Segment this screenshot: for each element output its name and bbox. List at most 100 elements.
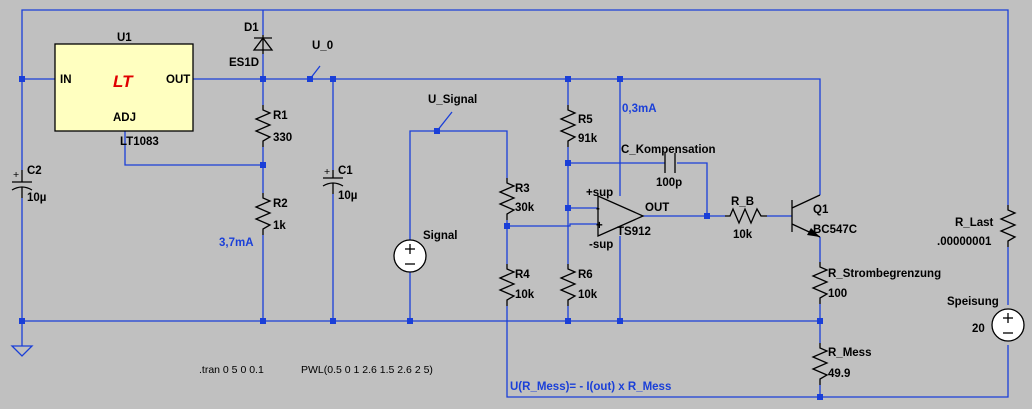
directive-tran: .tran 0 5 0 0.1 — [199, 364, 264, 376]
voltage-source-icon — [393, 239, 427, 273]
wire-output-rail — [193, 78, 821, 195]
junction — [330, 318, 336, 324]
r5-value: 91k — [578, 133, 598, 145]
d1-value: ES1D — [229, 57, 259, 69]
resistor-icon — [559, 105, 577, 147]
junction — [260, 318, 266, 324]
wire-signal-top — [409, 130, 508, 240]
capacitor-c2[interactable]: + C2 10µ — [11, 165, 46, 204]
r1-value: 330 — [273, 132, 292, 144]
resistor-icon — [811, 343, 829, 385]
capacitor-ck[interactable]: C_Kompensation 100p — [621, 144, 716, 189]
junction — [565, 76, 571, 82]
u1-pin-out: OUT — [166, 74, 190, 86]
r4-name: R4 — [515, 269, 530, 281]
resistor-r1[interactable]: R1 330 — [254, 105, 292, 147]
wires — [21, 9, 1009, 398]
ck-name: C_Kompensation — [621, 144, 716, 156]
c1-name: C1 — [338, 165, 353, 177]
rs-name: R_Strombegrenzung — [828, 268, 941, 280]
junction — [260, 76, 266, 82]
r3-name: R3 — [515, 183, 530, 195]
wire-ck-right — [677, 162, 708, 216]
d1-name: D1 — [244, 22, 259, 34]
rs-value: 100 — [828, 288, 847, 300]
opamp-neg-supply: -sup — [589, 239, 613, 251]
junction — [817, 318, 823, 324]
junction — [19, 76, 25, 82]
directive-pwl: PWL(0.5 0 1 2.6 1.5 2.6 2 5) — [301, 364, 433, 376]
transistor-q1[interactable]: Q1 BC547C — [791, 194, 857, 238]
regulator-body — [54, 43, 194, 132]
r1-name: R1 — [273, 110, 288, 122]
resistor-icon — [725, 207, 767, 225]
rb-name: R_B — [731, 196, 754, 208]
u1-pin-adj: ADJ — [113, 112, 136, 124]
source-speisung[interactable]: Speisung 20 — [947, 296, 1025, 342]
rm-value: 49.9 — [828, 368, 850, 380]
resistor-icon — [254, 193, 272, 235]
wire-adj — [124, 131, 263, 166]
wire-usignal-label — [436, 111, 453, 132]
net-label-usignal: U_Signal — [428, 94, 477, 106]
lt-logo-icon: LT — [113, 72, 134, 91]
junction — [434, 128, 440, 134]
signal-name: Signal — [423, 230, 458, 242]
resistor-rs[interactable]: R_Strombegrenzung 100 — [811, 262, 941, 304]
wire-plus-input — [507, 223, 598, 227]
opamp-icon — [597, 194, 645, 238]
regulator-u1[interactable]: U1 IN OUT ADJ LT LT1083 — [54, 32, 194, 148]
capacitor-c1[interactable]: + C1 10µ — [322, 165, 357, 202]
u1-name: U1 — [117, 32, 132, 44]
junction — [565, 160, 571, 166]
q1-value: BC547C — [813, 224, 857, 236]
junction — [307, 76, 313, 82]
junction — [565, 318, 571, 324]
rm-name: R_Mess — [828, 347, 871, 359]
annotation-current-adj: 3,7mA — [219, 237, 254, 249]
rb-value: 10k — [733, 229, 753, 241]
opamp-ts912[interactable]: +sup -sup OUT TS912 - + — [586, 187, 669, 251]
plus-icon: + — [13, 169, 19, 181]
resistor-rlast[interactable]: R_Last .00000001 — [937, 205, 1017, 248]
annotation-current-opamp: 0,3mA — [622, 103, 657, 115]
r3-value: 30k — [515, 202, 535, 214]
diode-d1[interactable]: D1 ES1D — [229, 22, 274, 69]
r2-name: R2 — [273, 198, 288, 210]
wire-r4-bottom — [506, 306, 820, 398]
net-label-u0: U_0 — [312, 40, 333, 52]
resistor-r5[interactable]: R5 91k — [559, 105, 598, 147]
emitter-arrow-icon — [807, 228, 820, 237]
resistor-icon — [254, 105, 272, 147]
junction — [407, 318, 413, 324]
ck-value: 100p — [656, 177, 682, 189]
resistor-rm[interactable]: R_Mess 49.9 — [811, 343, 871, 385]
junction — [19, 318, 25, 324]
junction — [504, 223, 510, 229]
r4-value: 10k — [515, 289, 535, 301]
annotation-formula: U(R_Mess)= - I(out) x R_Mess — [510, 381, 671, 393]
junction — [617, 76, 623, 82]
u1-pin-in: IN — [60, 74, 72, 86]
opamp-out-label: OUT — [645, 202, 669, 214]
resistor-icon — [498, 178, 516, 220]
r5-name: R5 — [578, 114, 593, 126]
r6-value: 10k — [578, 289, 598, 301]
rlast-name: R_Last — [955, 217, 994, 229]
resistor-rb[interactable]: R_B 10k — [725, 196, 767, 241]
ground-icon — [10, 345, 34, 357]
c1-value: 10µ — [338, 190, 357, 202]
opamp-plus: + — [596, 220, 603, 232]
resistor-r6[interactable]: R6 10k — [559, 264, 598, 306]
resistor-r2[interactable]: R2 1k — [254, 193, 288, 235]
junction — [260, 162, 266, 168]
source-signal[interactable]: Signal — [393, 230, 458, 273]
plus-icon: + — [324, 166, 330, 178]
resistor-r4[interactable]: R4 10k — [498, 264, 535, 306]
r2-value: 1k — [273, 220, 286, 232]
junction — [565, 205, 571, 211]
resistor-r3[interactable]: R3 30k — [498, 178, 535, 220]
opamp-pos-supply: +sup — [586, 187, 613, 199]
q1-name: Q1 — [813, 204, 829, 216]
r6-name: R6 — [578, 269, 593, 281]
